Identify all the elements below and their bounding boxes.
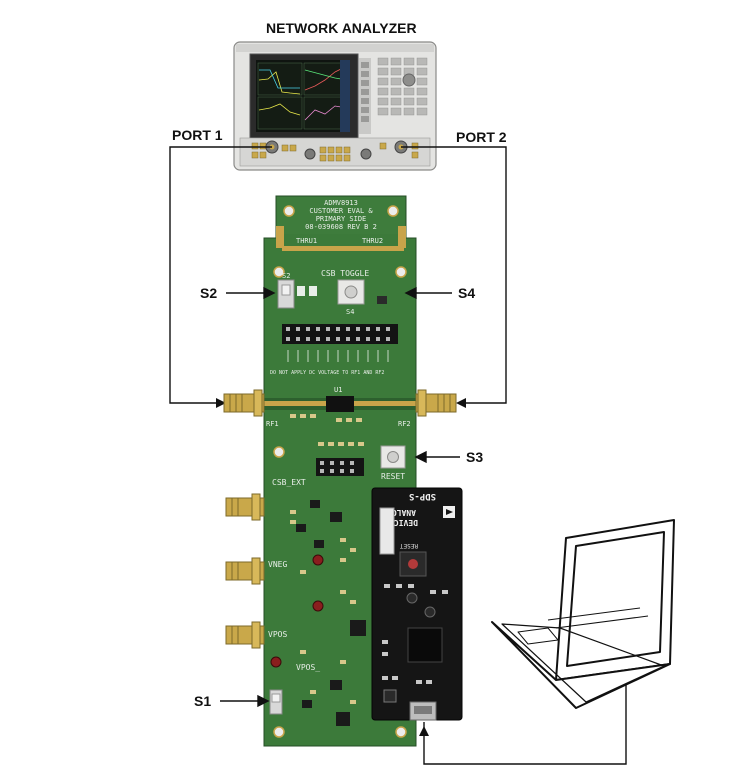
rf-cables bbox=[169, 146, 507, 404]
vneg-silk: VNEG bbox=[268, 560, 287, 569]
sdp-name: SDP-S bbox=[409, 491, 436, 501]
rf2-arrow-icon bbox=[456, 398, 466, 408]
analyzer-screen bbox=[256, 60, 350, 132]
silk-header-line4: 08-039608 REV B 2 bbox=[305, 223, 377, 231]
s3-button bbox=[380, 445, 406, 469]
sdp-processor-chip bbox=[407, 627, 443, 663]
thru2-label: THRU2 bbox=[362, 237, 383, 245]
thru-line bbox=[282, 246, 404, 251]
vpos-ext-silk: VPOS_ bbox=[296, 663, 320, 672]
csb-ext-silk: CSB_EXT bbox=[272, 478, 306, 487]
network-analyzer bbox=[233, 41, 437, 171]
port1-label: PORT 1 bbox=[172, 127, 223, 143]
callout-arrows bbox=[220, 286, 460, 708]
s2-silk: S2 bbox=[282, 272, 290, 280]
csb-toggle-label: CSB TOGGLE bbox=[321, 269, 369, 278]
s4-button bbox=[337, 279, 365, 305]
u1-chip bbox=[326, 396, 354, 412]
vpos-silk: VPOS bbox=[268, 630, 287, 639]
s4-silk: S4 bbox=[346, 308, 354, 316]
sma-vpos bbox=[225, 621, 265, 649]
sdp-reset-button bbox=[399, 551, 427, 577]
analyzer-knob bbox=[402, 73, 416, 87]
reset-silk: RESET bbox=[381, 472, 405, 481]
silk-header-line3: PRIMARY SIDE bbox=[316, 215, 367, 223]
s3-label: S3 bbox=[466, 449, 484, 465]
sdp-reset: RESET bbox=[400, 542, 418, 549]
s1-switch bbox=[269, 689, 283, 715]
small-header bbox=[316, 458, 364, 476]
s4-label: S4 bbox=[458, 285, 476, 301]
port2-cable bbox=[401, 146, 507, 404]
silk-header-line1: ADMV8913 bbox=[324, 199, 358, 207]
usb-connector-icon bbox=[409, 701, 437, 721]
s2-switch: S2 bbox=[277, 272, 295, 309]
sma-rf2 bbox=[415, 389, 457, 417]
sdp-brand-bottom: DEVICES bbox=[384, 518, 418, 527]
sma-rf1 bbox=[223, 389, 265, 417]
s2-label: S2 bbox=[200, 285, 218, 301]
led-icon bbox=[312, 554, 324, 566]
warning-text: DO NOT APPLY DC VOLTAGE TO RF1 AND RF2 bbox=[270, 370, 384, 376]
usb-arrow-icon bbox=[419, 726, 429, 736]
s2-arrow-icon bbox=[263, 286, 276, 300]
laptop-icon bbox=[491, 519, 675, 709]
port1-cable bbox=[169, 146, 272, 404]
silk-header-line2: CUSTOMER EVAL & bbox=[309, 207, 373, 215]
s4-arrow-icon bbox=[404, 286, 417, 300]
network-analyzer-title: NETWORK ANALYZER bbox=[266, 20, 417, 36]
s1-label: S1 bbox=[194, 693, 212, 709]
sdp-brand-top: ANALOG bbox=[387, 508, 416, 517]
thru1-label: THRU1 bbox=[296, 237, 317, 245]
sdp-s-board: SDP-S ANALOG DEVICES RESET bbox=[371, 487, 463, 721]
s3-arrow-icon bbox=[414, 450, 427, 464]
rf1-arrow-icon bbox=[216, 398, 226, 408]
analyzer-keypad bbox=[377, 57, 428, 116]
sma-vneg bbox=[225, 557, 265, 585]
analog-devices-logo-icon bbox=[443, 506, 455, 518]
u1-silk: U1 bbox=[334, 386, 342, 394]
port2-label: PORT 2 bbox=[456, 129, 507, 145]
logic-header bbox=[282, 324, 398, 344]
sma-csb-ext bbox=[225, 493, 265, 521]
s1-arrow-icon bbox=[257, 694, 270, 708]
usb-cable bbox=[423, 660, 627, 765]
rf1-silk: RF1 bbox=[266, 420, 279, 428]
regulator-chip bbox=[350, 620, 366, 636]
rf2-silk: RF2 bbox=[398, 420, 411, 428]
